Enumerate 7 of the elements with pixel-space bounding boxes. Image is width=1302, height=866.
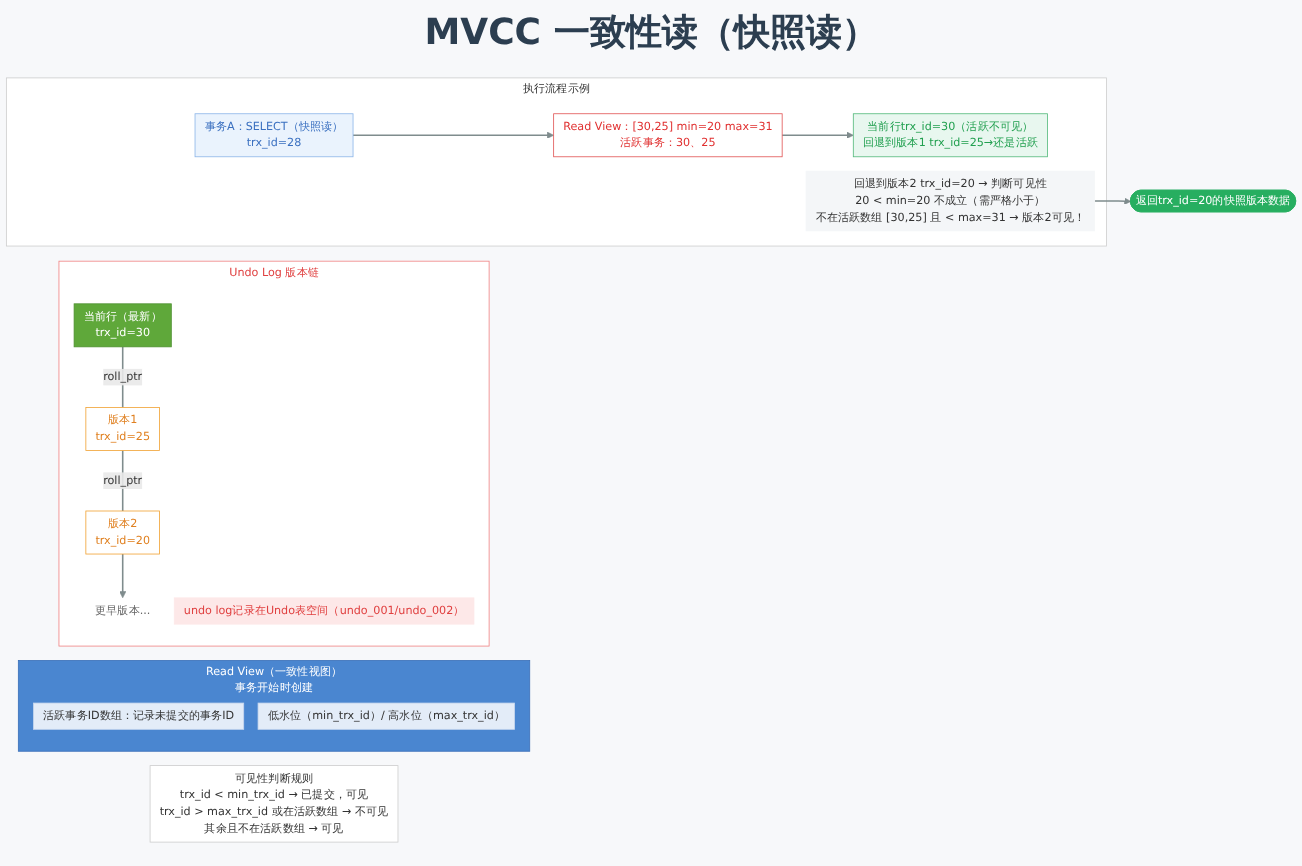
arrow — [781, 131, 854, 139]
arrow — [119, 553, 127, 599]
diagram-title: MVCC 一致性读（快照读） — [422, 10, 880, 56]
arrow — [1093, 197, 1132, 205]
arrow — [352, 131, 554, 139]
connector — [121, 449, 124, 512]
connector — [121, 346, 124, 409]
